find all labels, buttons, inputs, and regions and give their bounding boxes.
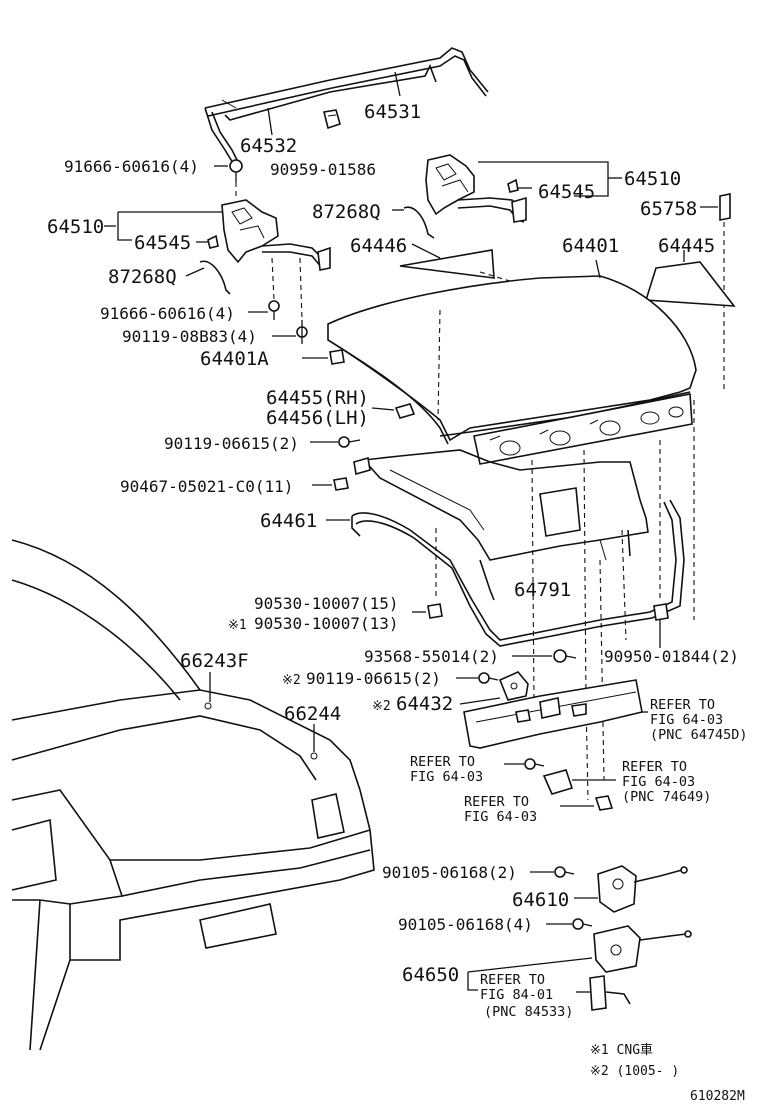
label-64545-right: 64545 <box>538 181 595 203</box>
part-number-labels: 64531 64532 90959-01586 91666-60616(4) 6… <box>47 101 739 986</box>
label-91666-lower: 91666-60616(4) <box>100 304 235 323</box>
label-90105-lower: 90105-06168(4) <box>398 915 533 934</box>
label-90119-hinge: 90119-08B83(4) <box>122 327 257 346</box>
label-64545-left: 64545 <box>134 232 191 254</box>
weatherstrip-64461 <box>351 499 685 647</box>
footnotes: ※1 CNG車 ※2 (1005- ) 610282M <box>590 1043 745 1104</box>
label-64791: 64791 <box>514 579 571 601</box>
label-90467: 90467-05021-C0(11) <box>120 477 293 496</box>
label-93568: 93568-55014(2) <box>364 647 499 666</box>
label-64532: 64532 <box>240 135 297 157</box>
label-64610: 64610 <box>512 889 569 911</box>
lock-64650 <box>593 925 692 973</box>
label-66243F: 66243F <box>180 650 249 672</box>
bolt-90105-lower <box>572 918 593 930</box>
label-90950: 90950-01844(2) <box>604 647 739 666</box>
reference-notes: REFER TO FIG 64-03 (PNC 64745D) REFER TO… <box>410 697 748 1020</box>
switch-ref <box>589 975 631 1011</box>
clip-90950 <box>653 603 669 621</box>
label-90119-lid: 90119-06615(2) <box>164 434 299 453</box>
bolt-91666-lower <box>268 300 280 320</box>
ref4-line1: REFER TO <box>464 794 529 810</box>
footnote-1: ※1 CNG車 <box>590 1043 653 1058</box>
ref4-line2: FIG 64-03 <box>464 809 537 825</box>
label-64432: 64432 <box>396 693 453 715</box>
label-90530-a: 90530-10007(15) <box>254 594 399 613</box>
hinge-left <box>207 199 331 271</box>
spring-87268-left <box>199 260 231 295</box>
stopper-64401A <box>329 349 345 365</box>
label-64461: 64461 <box>260 510 317 532</box>
ref3-line1: REFER TO <box>622 759 687 775</box>
trim-64446 <box>399 249 495 279</box>
label-91666-upper: 91666-60616(4) <box>64 157 199 176</box>
label-90119-bracket: 90119-06615(2) <box>306 669 441 688</box>
ref1-line3: (PNC 64745D) <box>650 727 748 743</box>
ref5-line2: FIG 84-01 <box>480 987 553 1003</box>
label-64650: 64650 <box>402 964 459 986</box>
label-65758: 65758 <box>640 198 697 220</box>
hinge-right <box>425 154 527 223</box>
label-64401: 64401 <box>562 235 619 257</box>
ref2-line2: FIG 64-03 <box>410 769 483 785</box>
grommet-64455 <box>394 403 416 419</box>
ref3-line3: (PNC 74649) <box>622 789 711 805</box>
label-64531: 64531 <box>364 101 421 123</box>
inner-panel <box>353 449 649 601</box>
label-64510-right: 64510 <box>624 168 681 190</box>
ref5-line3: (PNC 84533) <box>484 1004 573 1020</box>
label-64455: 64455(RH) <box>266 387 369 409</box>
ref2-line1: REFER TO <box>410 754 475 770</box>
bolt-90119-hinge <box>296 320 308 344</box>
screw-ref <box>524 758 545 770</box>
screw-93568 <box>553 649 577 663</box>
garnish-panel <box>463 679 643 749</box>
mark-2: ※2 <box>282 673 301 688</box>
label-64445: 64445 <box>658 235 715 257</box>
lamp-ref <box>542 769 574 795</box>
bolt-90119-lid <box>338 436 361 448</box>
clip-90467 <box>333 477 349 491</box>
luggage-compartment-door <box>327 275 697 465</box>
mark-2b: ※2 <box>372 699 391 714</box>
label-90105-upper: 90105-06168(2) <box>382 863 517 882</box>
bracket-64432 <box>498 671 529 701</box>
label-90959: 90959-01586 <box>270 160 376 179</box>
mark-1: ※1 <box>228 618 247 633</box>
bolt-90119-bracket <box>478 672 499 684</box>
spring-87268-right <box>403 206 435 239</box>
torsion-bar-rods <box>204 47 489 169</box>
footnote-2: ※2 (1005- ) <box>590 1064 679 1079</box>
ref1-line2: FIG 64-03 <box>650 712 723 728</box>
label-90530-b: 90530-10007(13) <box>254 614 399 633</box>
label-64510-left: 64510 <box>47 216 104 238</box>
label-64456: 64456(LH) <box>266 407 369 429</box>
trim-64445 <box>644 261 736 307</box>
label-87268-left: 87268Q <box>108 266 177 288</box>
bolt-91666-upper <box>229 159 243 200</box>
label-87268-right: 87268Q <box>312 201 381 223</box>
lock-cylinder-64610 <box>597 865 688 913</box>
clip-90530 <box>427 603 443 619</box>
ref5-line1: REFER TO <box>480 972 545 988</box>
label-64446: 64446 <box>350 235 407 257</box>
ref3-line2: FIG 64-03 <box>622 774 695 790</box>
seal-65758 <box>719 193 731 221</box>
bolt-90105-upper <box>554 866 575 878</box>
vehicle-rear-illustration <box>11 539 375 1051</box>
ref1-line1: REFER TO <box>650 697 715 713</box>
label-64401A: 64401A <box>200 348 269 370</box>
clip-ref <box>594 795 614 811</box>
label-66244: 66244 <box>284 703 341 725</box>
clip-90959 <box>323 109 341 130</box>
diagram-code: 610282M <box>690 1089 745 1104</box>
